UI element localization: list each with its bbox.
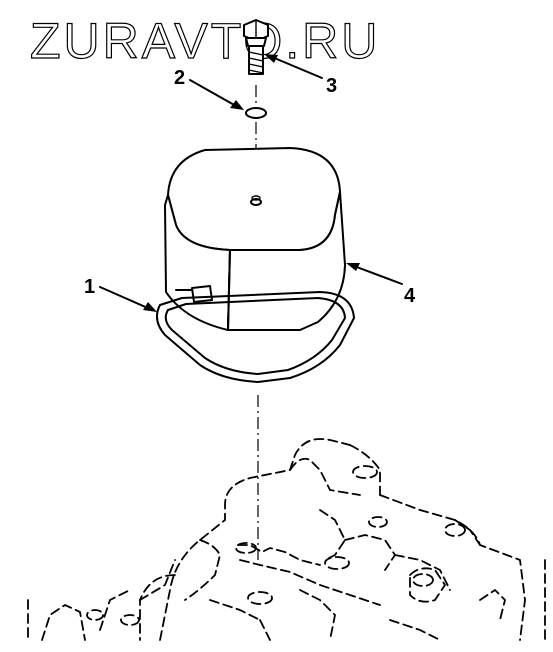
watermark-text: ZURAVTO.RU — [30, 13, 380, 69]
cover-part — [164, 147, 346, 331]
callout-label-3: 3 — [326, 75, 337, 97]
engine-block-phantom — [27, 438, 546, 641]
o-ring-part — [245, 107, 267, 119]
bolt-part — [243, 19, 269, 75]
callout-label-1: 1 — [84, 276, 95, 298]
callout-label-4: 4 — [404, 285, 416, 307]
callout-label-2: 2 — [174, 67, 185, 89]
callout-leaders — [99, 54, 403, 312]
gasket-part — [155, 291, 355, 383]
